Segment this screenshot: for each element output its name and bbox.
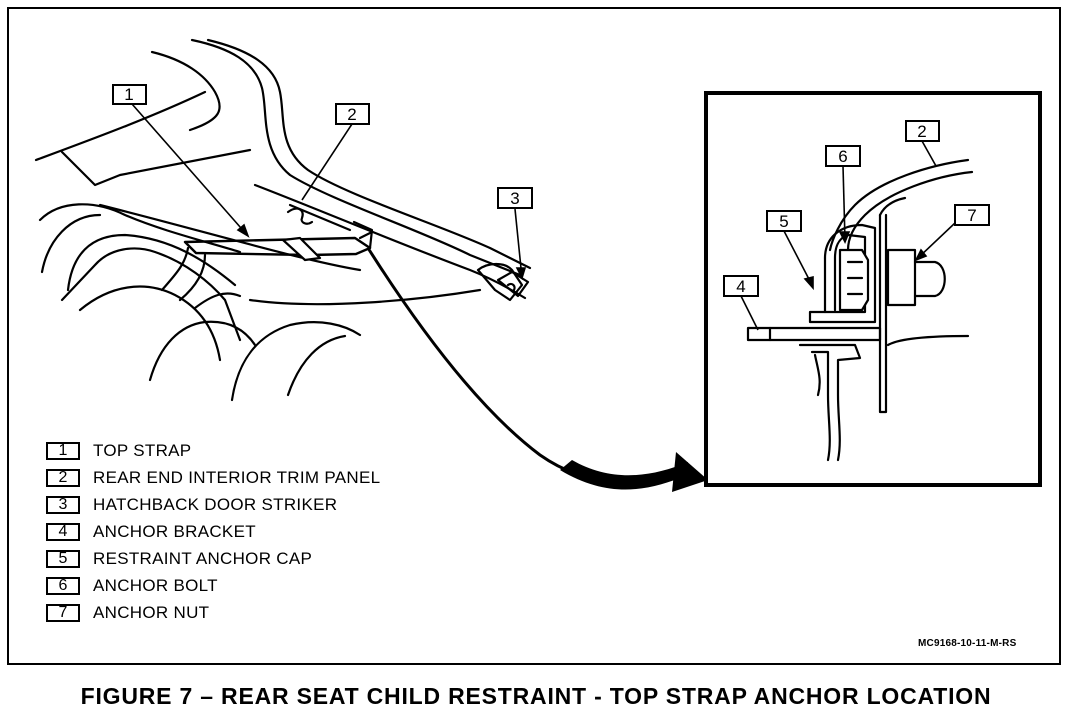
legend-number: 1 <box>46 441 80 460</box>
detail-leader-lines <box>739 140 956 331</box>
cargo-area-drawing <box>34 38 532 402</box>
legend-number: 7 <box>46 603 80 622</box>
legend-item: 3 HATCHBACK DOOR STRIKER <box>46 491 380 518</box>
detail-callout-6: 6 <box>825 145 861 167</box>
legend-label: REAR END INTERIOR TRIM PANEL <box>93 467 381 487</box>
legend-number: 2 <box>46 468 80 487</box>
leader-lines <box>131 103 527 281</box>
legend-label: RESTRAINT ANCHOR CAP <box>93 548 313 568</box>
legend-item: 7 ANCHOR NUT <box>46 599 380 626</box>
legend-item: 1 TOP STRAP <box>46 437 380 464</box>
detail-callout-5: 5 <box>766 210 802 232</box>
svg-text:5: 5 <box>779 212 788 231</box>
detail-callout-7: 7 <box>954 204 990 226</box>
legend-label: ANCHOR BOLT <box>93 575 218 595</box>
legend-item: 4 ANCHOR BRACKET <box>46 518 380 545</box>
legend-number: 4 <box>46 522 80 541</box>
legend-number: 3 <box>46 495 80 514</box>
detail-drawing <box>746 158 974 462</box>
callout-3: 3 <box>497 187 533 209</box>
legend-label: ANCHOR NUT <box>93 602 210 622</box>
detail-callout-2: 2 <box>905 120 940 142</box>
svg-text:7: 7 <box>967 206 976 225</box>
callout-2: 2 <box>335 103 370 125</box>
figure-frame <box>7 7 1061 665</box>
legend-item: 6 ANCHOR BOLT <box>46 572 380 599</box>
svg-text:4: 4 <box>736 277 745 296</box>
svg-text:2: 2 <box>347 105 356 124</box>
figure-caption: FIGURE 7 – REAR SEAT CHILD RESTRAINT - T… <box>80 683 992 709</box>
svg-text:1: 1 <box>124 85 133 104</box>
legend-number: 6 <box>46 576 80 595</box>
svg-text:2: 2 <box>917 122 926 141</box>
legend-number: 5 <box>46 549 80 568</box>
svg-text:6: 6 <box>838 147 847 166</box>
legend-label: ANCHOR BRACKET <box>93 521 256 541</box>
drawing-code: MC9168-10-11-M-RS <box>918 638 1017 649</box>
detail-arrow <box>366 247 708 492</box>
legend-item: 5 RESTRAINT ANCHOR CAP <box>46 545 380 572</box>
parts-legend: 1 TOP STRAP 2 REAR END INTERIOR TRIM PAN… <box>46 437 380 626</box>
legend-label: TOP STRAP <box>93 440 192 460</box>
callout-1: 1 <box>112 84 147 105</box>
detail-inset-frame <box>704 91 1042 487</box>
detail-callout-4: 4 <box>723 275 759 297</box>
legend-item: 2 REAR END INTERIOR TRIM PANEL <box>46 464 380 491</box>
legend-label: HATCHBACK DOOR STRIKER <box>93 494 338 514</box>
svg-text:3: 3 <box>510 189 519 208</box>
